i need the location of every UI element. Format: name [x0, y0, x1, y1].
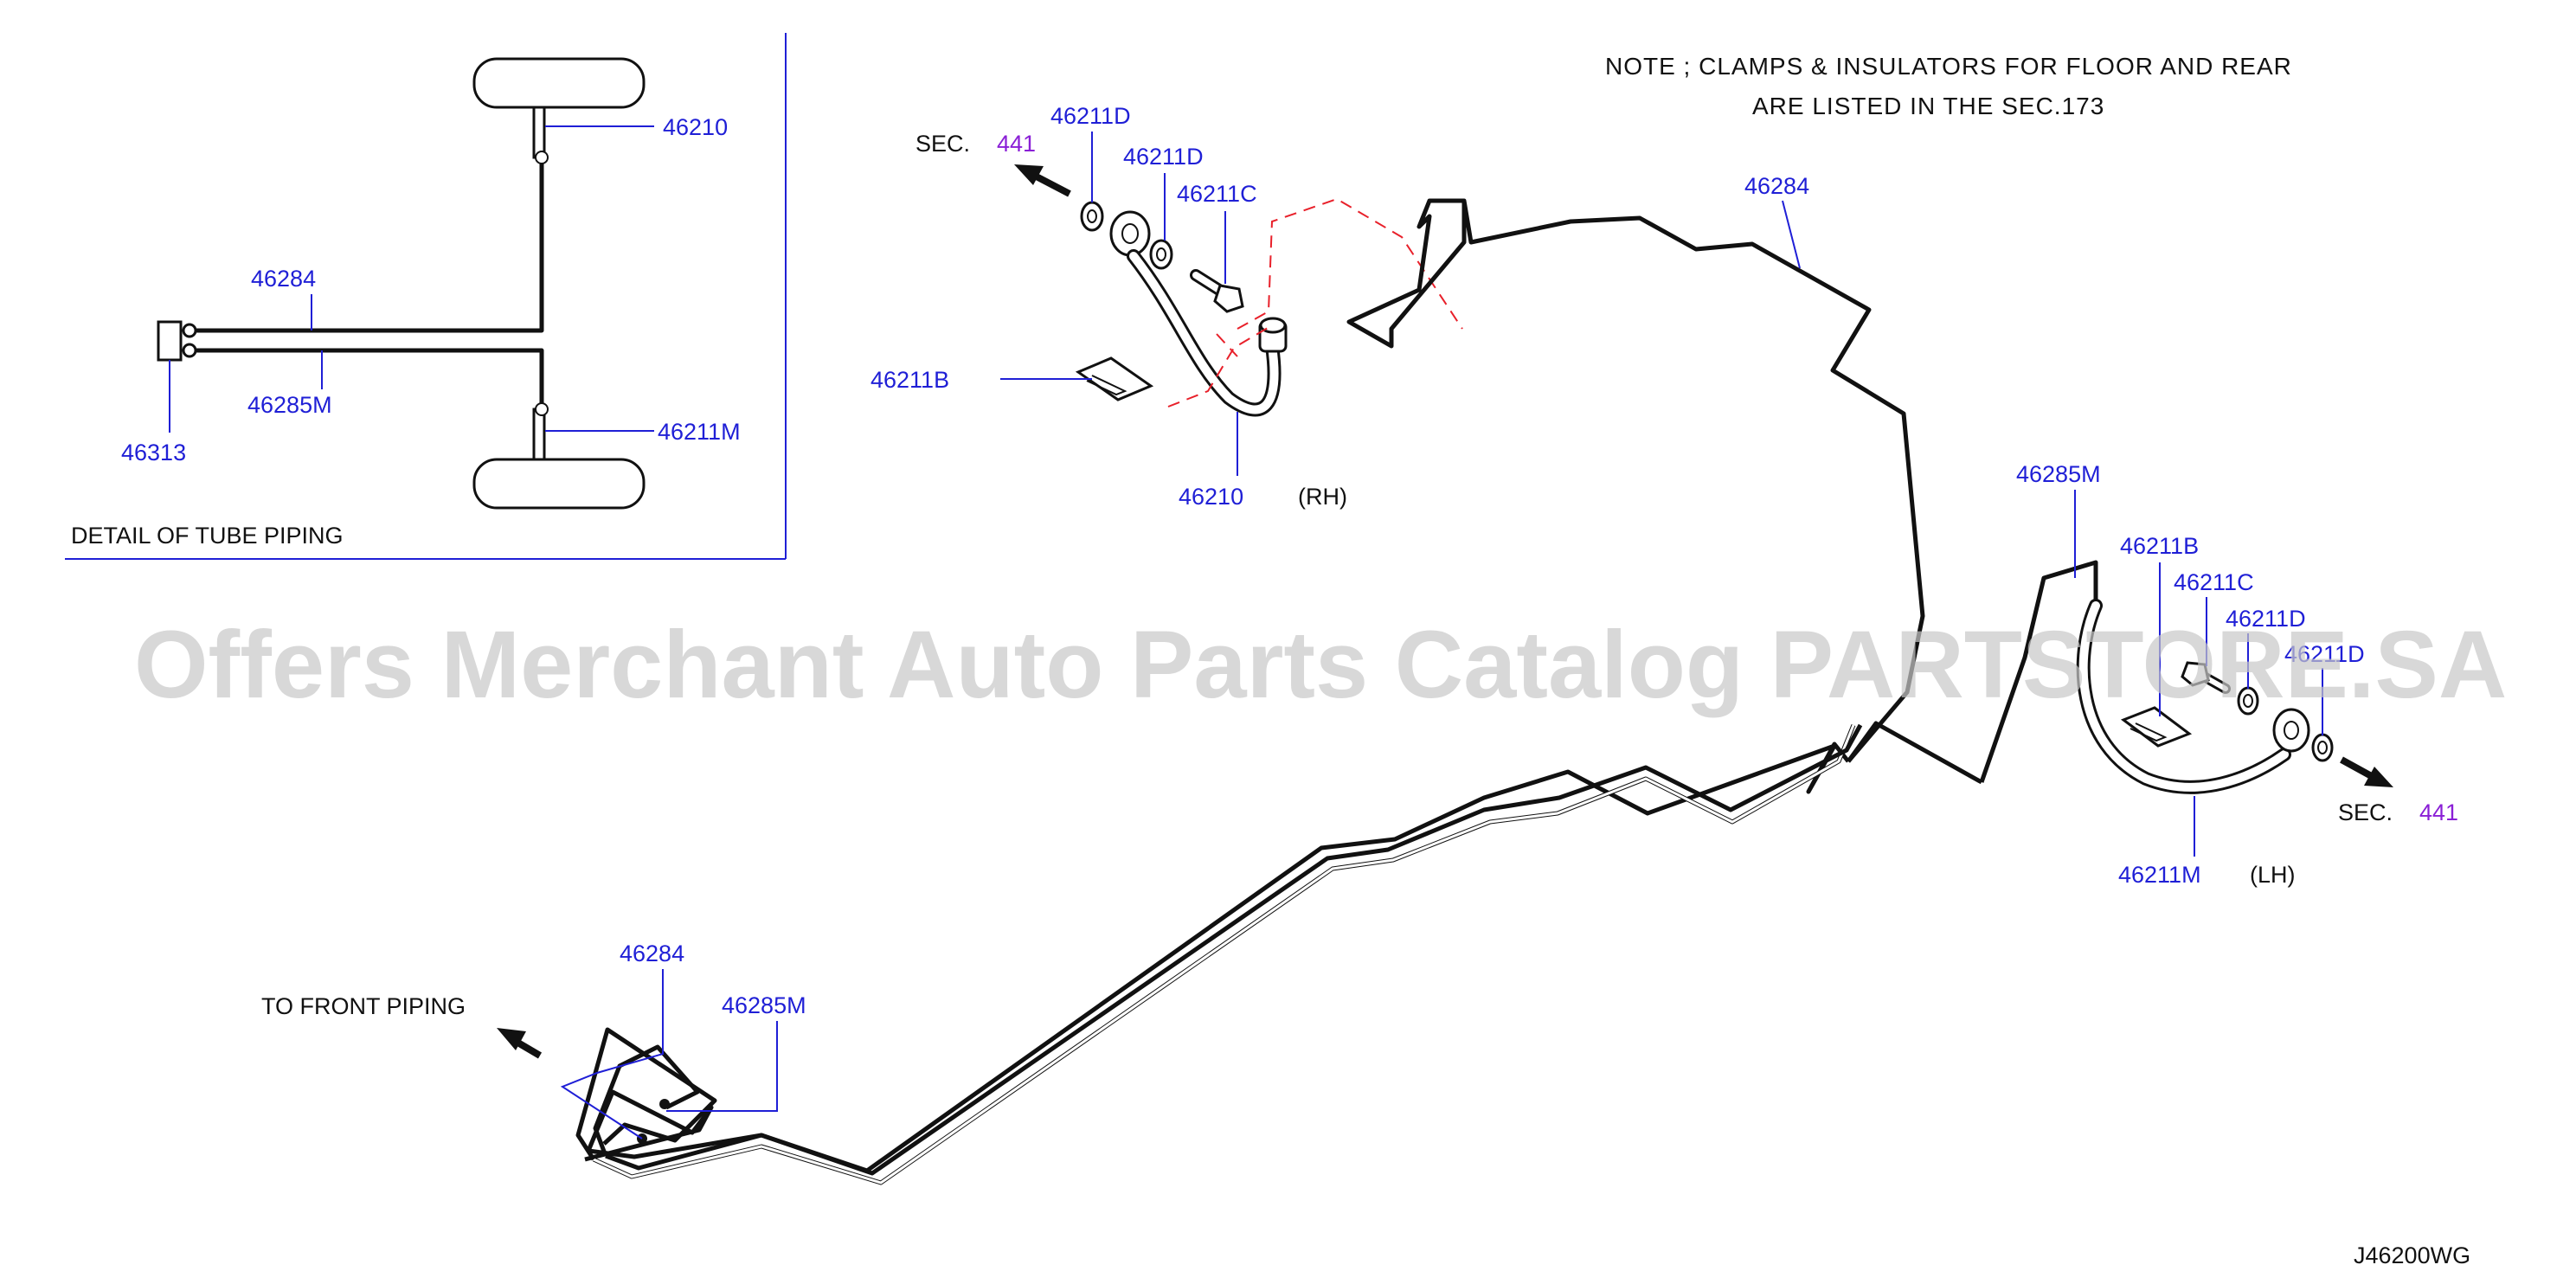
- note-line-2: ARE LISTED IN THE SEC.173: [1752, 93, 2104, 119]
- rh-banjo-hole: [1121, 223, 1139, 244]
- label-main-46284: 46284: [1744, 173, 1809, 199]
- detail-tube-lower: [192, 348, 544, 409]
- front-loop-outer: [575, 1027, 717, 1161]
- label-rh-46211c: 46211C: [1177, 181, 1257, 207]
- leader-front-46285m: [666, 1021, 778, 1112]
- label-rh-46211d-1: 46211D: [1050, 103, 1131, 129]
- front-loop-inner: [593, 1044, 700, 1157]
- rh-hose-core: [1129, 252, 1279, 414]
- label-detail-46210: 46210: [663, 114, 728, 140]
- lh-arrow-head: [2364, 767, 2393, 787]
- detail-panel: 46210 46284 46285M 46313 46211M DETAIL O…: [65, 33, 787, 560]
- rh-dash-ref-2: [1237, 197, 1463, 330]
- connector-block: [157, 320, 183, 362]
- front-piping: TO FRONT PIPING 46284 46285M: [261, 941, 806, 1140]
- rh-dash-ref-3: [1216, 333, 1238, 357]
- label-rh-46211b: 46211B: [870, 367, 949, 393]
- joint-top: [535, 151, 549, 164]
- drawing-code: J46200WG: [2354, 1242, 2470, 1268]
- lh-washer-1-hole: [2243, 694, 2253, 708]
- label-lh-46211m: 46211M: [2118, 862, 2201, 888]
- rh-washer-1-hole: [1087, 209, 1097, 223]
- hose-top-stub: [532, 106, 546, 159]
- main-tube-link: [1846, 721, 1983, 785]
- front-arrow-head: [497, 1028, 526, 1050]
- note-line-1: NOTE ; CLAMPS & INSULATORS FOR FLOOR AND…: [1605, 53, 2292, 80]
- label-rh-side: (RH): [1298, 484, 1347, 510]
- main-tube-pair-outer: [584, 742, 1850, 1173]
- lh-clip: [2120, 706, 2193, 748]
- label-front-46284: 46284: [620, 941, 684, 966]
- label-lh-46211d-1: 46211D: [2226, 606, 2306, 632]
- label-lh-side: (LH): [2250, 862, 2296, 888]
- main-tube-pair-c: [605, 723, 1863, 1176]
- front-label: TO FRONT PIPING: [261, 993, 466, 1019]
- lh-bolt: [2181, 661, 2231, 694]
- label-detail-46211m: 46211M: [658, 419, 741, 445]
- rh-arrow-head: [1014, 164, 1044, 185]
- main-tube-46285m: [1979, 560, 2098, 783]
- rh-clip: [1075, 356, 1154, 401]
- detail-title: DETAIL OF TUBE PIPING: [71, 523, 344, 549]
- rh-washer-2-hole: [1156, 247, 1166, 261]
- leader-main-46284: [1782, 200, 1801, 269]
- rh-sec-prefix: SEC.: [915, 131, 970, 157]
- main-tube-pair-b: [593, 724, 1855, 1184]
- hose-bottom-stub: [532, 408, 546, 461]
- joint-bottom: [535, 402, 549, 416]
- main-tube-pair-a: [592, 724, 1856, 1185]
- lh-banjo-hole: [2284, 721, 2299, 740]
- wheel-top: [472, 57, 646, 109]
- lh-sec-number: 441: [2419, 799, 2458, 825]
- label-detail-46284: 46284: [251, 266, 316, 292]
- front-tube-end-1: [659, 1099, 670, 1109]
- label-front-46285m: 46285M: [722, 992, 806, 1018]
- lh-sec-prefix: SEC.: [2338, 799, 2393, 825]
- detail-tube-upper: [192, 157, 544, 333]
- main-pipe-run: [575, 198, 2098, 1185]
- label-rh-46210: 46210: [1179, 484, 1243, 510]
- rh-bolt: [1190, 269, 1244, 313]
- label-lh-46211d-2: 46211D: [2284, 641, 2365, 667]
- connector-port-2: [182, 343, 197, 358]
- main-tube-46284: [1346, 198, 1925, 763]
- watermark: Offers Merchant Auto Parts Catalog PARTS…: [134, 612, 2507, 718]
- rh-dash-ref: [1167, 324, 1273, 408]
- label-lh-46285m: 46285M: [2016, 461, 2101, 487]
- lh-hose-core: [2078, 601, 2289, 792]
- lh-washer-2-hole: [2317, 741, 2328, 754]
- label-rh-46211d-2: 46211D: [1123, 144, 1204, 170]
- label-detail-46313: 46313: [121, 440, 186, 465]
- label-lh-46211c: 46211C: [2174, 569, 2254, 595]
- label-detail-46285m: 46285M: [247, 392, 332, 418]
- leader-front-46284: [560, 969, 664, 1140]
- wheel-bottom: [472, 458, 646, 510]
- rh-sec-number: 441: [997, 131, 1036, 157]
- rh-hose-assembly: SEC. 441: [870, 103, 1463, 510]
- label-lh-46211b: 46211B: [2120, 533, 2199, 559]
- connector-port-1: [182, 323, 197, 338]
- lh-hose-assembly: SEC. 441 46285M 46211B 46211C 46211D 462…: [2016, 461, 2458, 888]
